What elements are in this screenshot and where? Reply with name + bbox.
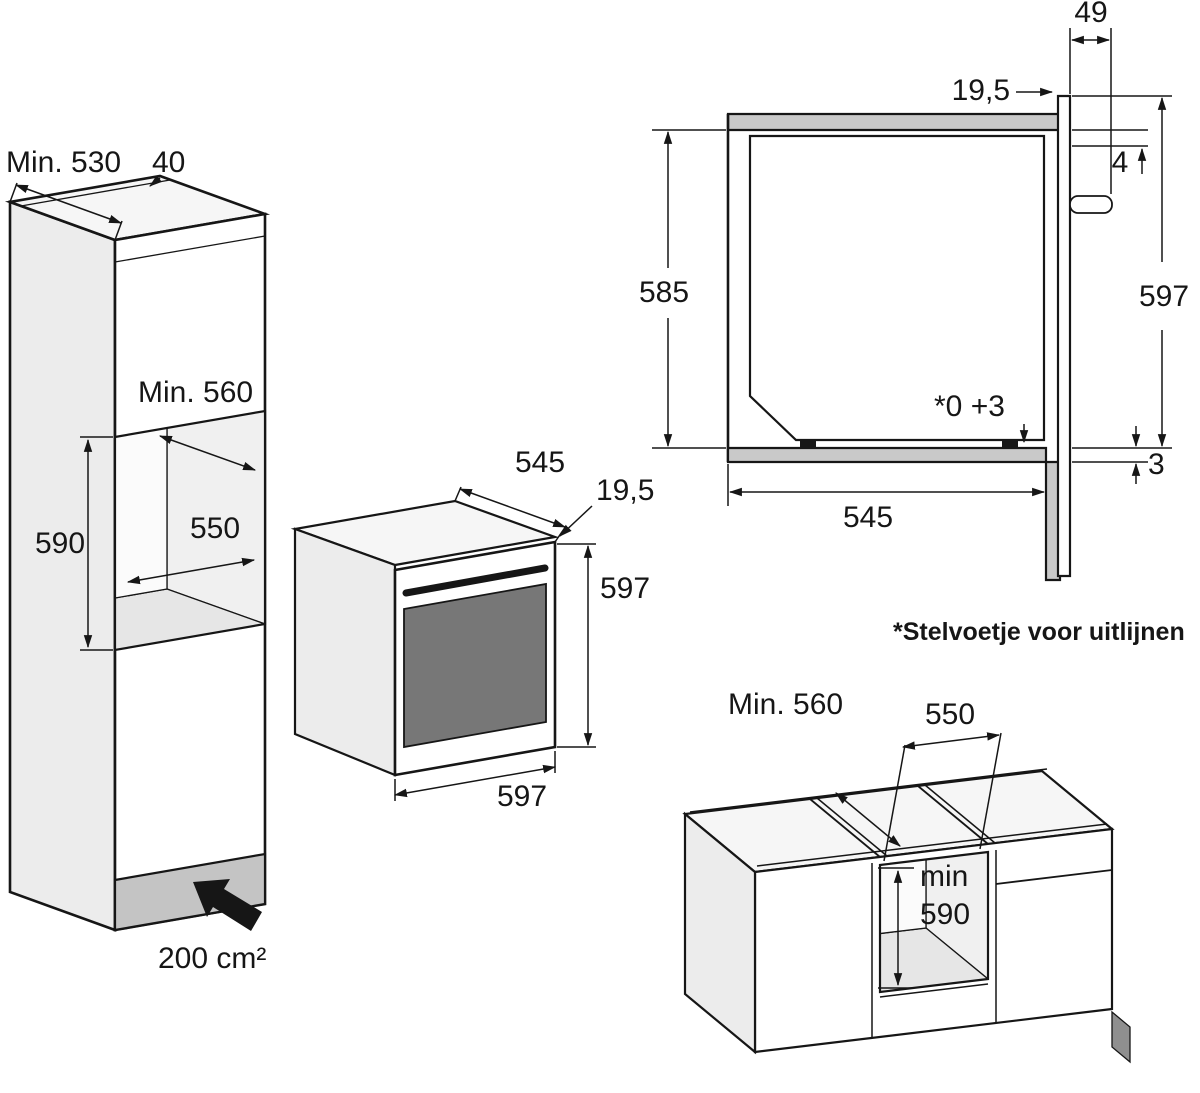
dim-label-oven-width: 597 xyxy=(497,780,547,813)
dimension-arrow-base-niche-depth xyxy=(835,792,901,847)
pointer-top-rear-gap xyxy=(149,175,162,187)
oven-foot xyxy=(800,440,816,448)
base-niche-opening-outline xyxy=(878,850,990,994)
drawer-divider-line xyxy=(995,869,1113,885)
base-right-foot xyxy=(1111,1010,1131,1064)
dim-label-niche-height: 590 xyxy=(35,527,85,560)
niche-section-diagram: 585 545 49 19,5 4 597 3 *0 +3 *Stel xyxy=(639,0,1189,646)
dim-label-base-niche-height-value: 590 xyxy=(920,898,970,931)
dimension-arrow-base-niche-width xyxy=(901,732,1001,750)
dimension-arrow-oven-width xyxy=(393,764,557,798)
extension-line xyxy=(883,744,906,862)
dimension-arrow-niche-width xyxy=(126,557,256,585)
section-oven-handle xyxy=(1069,195,1113,214)
niche-back-wall xyxy=(115,411,168,616)
dim-label-handle-protrusion: 49 xyxy=(1074,0,1107,29)
dim-label-oven-height: 597 xyxy=(600,572,650,605)
cabinet-side-panel xyxy=(8,200,117,932)
oven-handle-bar xyxy=(402,564,549,597)
extension-line xyxy=(554,525,567,543)
dim-label-top-clearance: 4 xyxy=(1112,146,1129,179)
dim-label-front-height: 597 xyxy=(1139,280,1189,313)
oven-diagram: 545 19,5 597 597 xyxy=(290,446,654,813)
niche-opening-outline xyxy=(113,409,267,652)
plinth-vent-panel xyxy=(113,852,267,932)
niche-bottom-edge-line xyxy=(879,983,989,998)
dim-label-base-niche-height-word: min xyxy=(920,860,968,893)
section-top-panel xyxy=(726,112,1062,132)
base-cabinet-diagram: Min. 560 550 min 590 xyxy=(682,688,1131,1064)
section-front-panel-below-niche xyxy=(1044,460,1062,582)
extension-line xyxy=(979,732,1002,850)
front-top-rail-line xyxy=(114,235,266,263)
oven-left-side xyxy=(293,527,397,777)
extension-line xyxy=(9,182,18,203)
section-footnote: *Stelvoetje voor uitlijnen xyxy=(893,618,1185,646)
dim-label-top-depth: Min. 530 xyxy=(6,146,121,179)
oven-foot xyxy=(1002,440,1018,448)
dim-label-bottom-overlap: 3 xyxy=(1148,448,1165,481)
top-front-rim-line xyxy=(756,823,1108,867)
dim-label-base-niche-depth: Min. 560 xyxy=(728,688,843,721)
section-bottom-panel xyxy=(726,446,1048,464)
dim-label-inner-depth: 545 xyxy=(843,501,893,534)
base-left-side-panel xyxy=(683,811,757,1055)
dim-label-niche-width: 550 xyxy=(190,512,240,545)
dim-label-oven-depth: 545 xyxy=(515,446,565,479)
dim-label-front-overlap: 19,5 xyxy=(952,74,1010,107)
label-vent-area: 200 cm² xyxy=(158,942,266,975)
dim-label-inner-height: 585 xyxy=(639,276,689,309)
section-oven-door xyxy=(1056,94,1072,578)
top-back-rim-line xyxy=(689,768,1048,813)
bay-divider-line xyxy=(917,785,989,845)
dim-label-foot-adjustment: *0 +3 xyxy=(934,390,1005,423)
dimension-arrow-oven-depth xyxy=(458,488,567,528)
oven-door-glass xyxy=(403,582,547,749)
extension-line xyxy=(114,220,123,241)
dim-label-base-niche-width: 550 xyxy=(925,698,975,731)
dimension-arrow-niche-depth xyxy=(158,435,257,471)
dim-label-top-rear-gap: 40 xyxy=(152,146,185,179)
dimension-arrow-top-depth xyxy=(14,184,123,224)
tall-cabinet-diagram: Min. 530 40 Min. 560 550 590 200 cm² xyxy=(4,146,271,975)
dim-label-niche-depth: Min. 560 xyxy=(138,376,253,409)
dim-label-front-protrusion: 19,5 xyxy=(596,474,654,507)
pointer-front-protrusion xyxy=(559,505,593,537)
vent-airflow-arrow xyxy=(193,879,262,931)
section-oven-body xyxy=(748,134,1046,442)
